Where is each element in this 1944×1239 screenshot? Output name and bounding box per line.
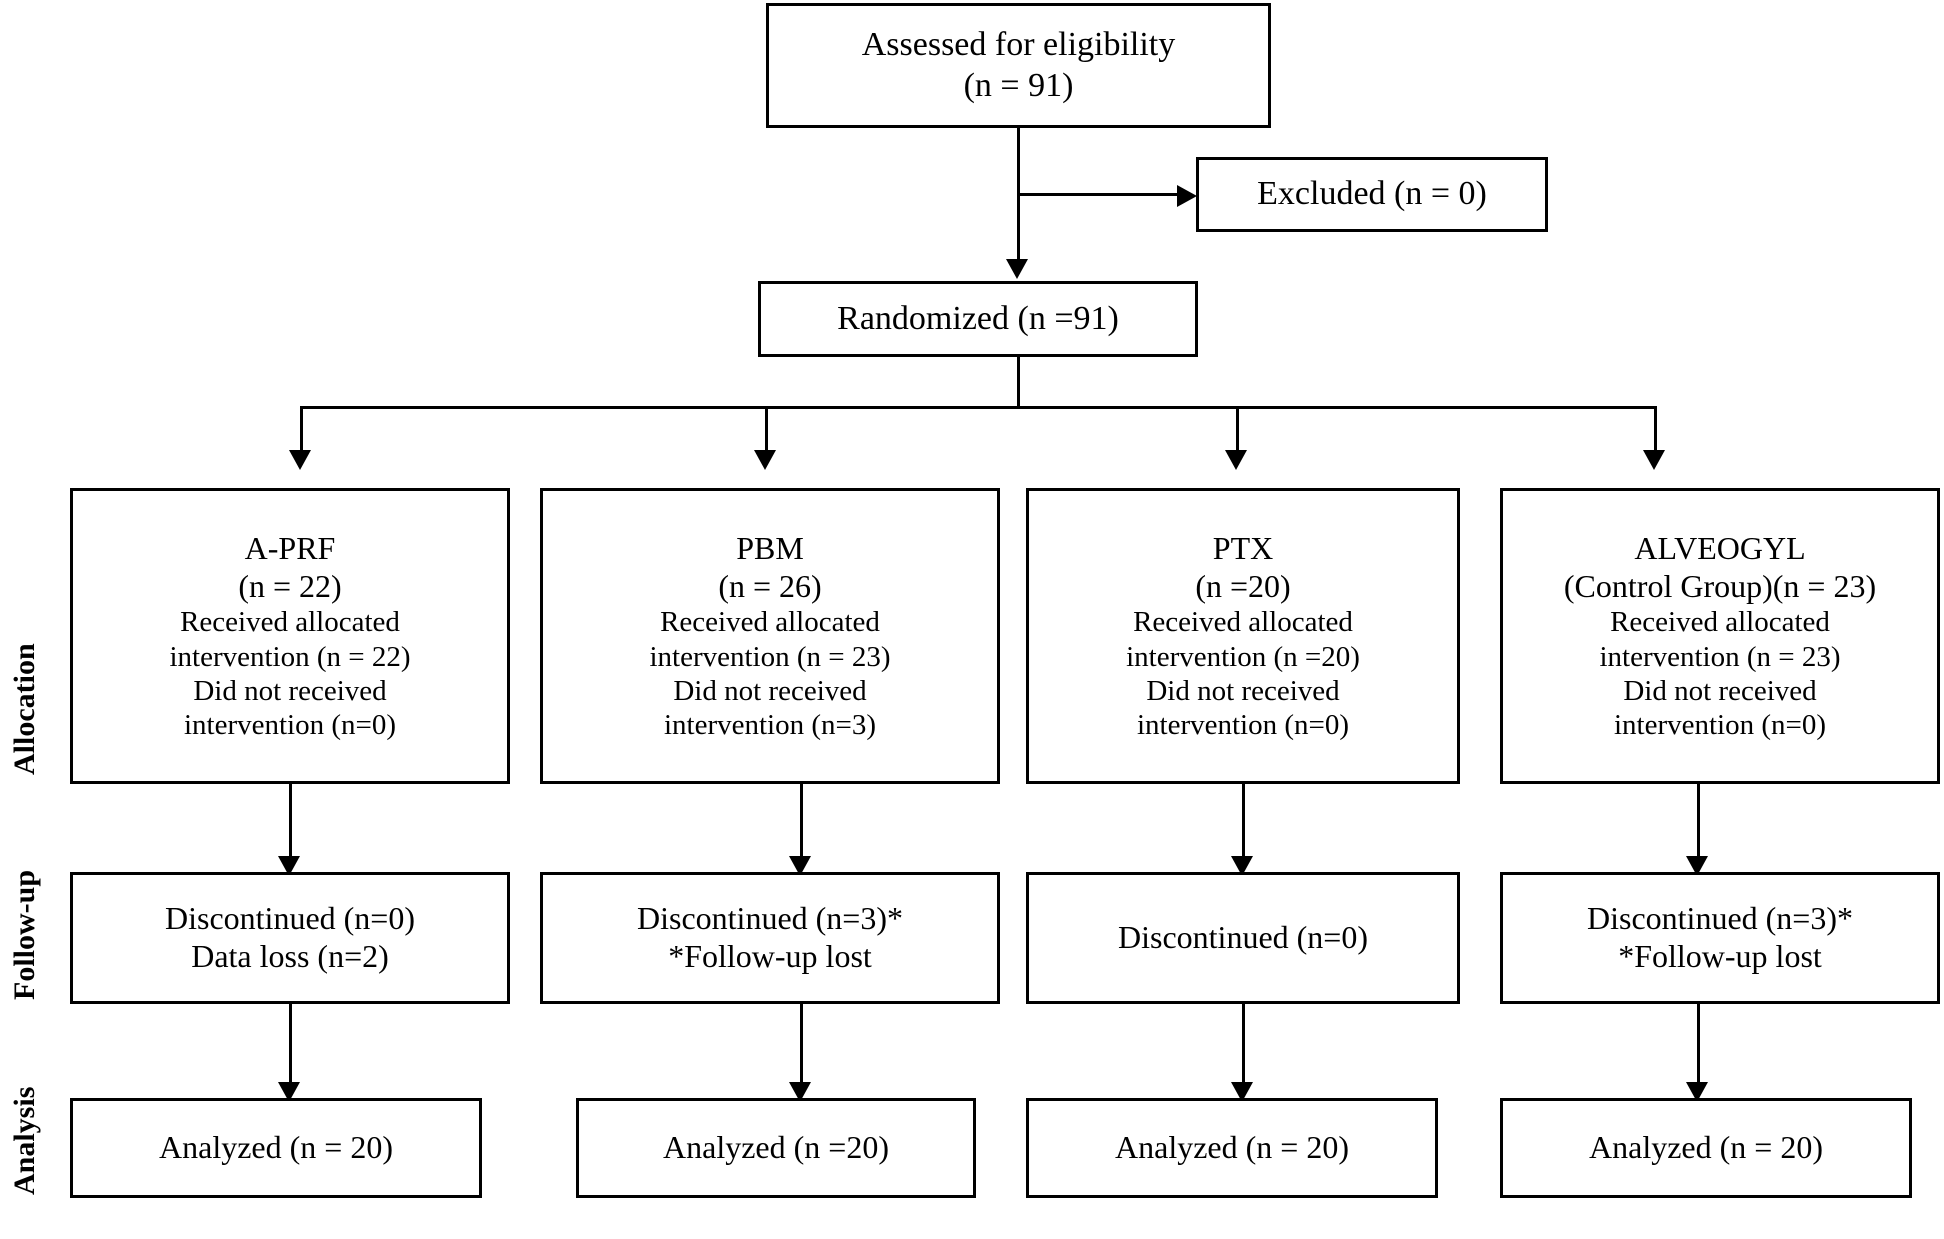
alloc3-notreceived-line-1: Did not received [1146, 674, 1340, 707]
alloc3-name: PTX [1212, 529, 1274, 566]
box-allocation-pbm: PBM (n = 26) Received allocated interven… [540, 488, 1000, 784]
alloc2-received-line-2: intervention (n = 23) [649, 640, 891, 673]
alloc4-received-line-2: intervention (n = 23) [1599, 640, 1841, 673]
connector-followup-to-analysis-2 [800, 1004, 803, 1092]
connector-alloc-to-followup-3 [1242, 784, 1245, 866]
box-allocation-alveogyl: ALVEOGYL (Control Group)(n = 23) Receive… [1500, 488, 1940, 784]
box-analysis-a-prf: Analyzed (n = 20) [70, 1098, 482, 1198]
alloc4-count: (Control Group)(n = 23) [1563, 567, 1877, 604]
alloc2-count: (n = 26) [718, 567, 822, 604]
analysis1-line-1: Analyzed (n = 20) [159, 1129, 393, 1166]
followup4-line-2: *Follow-up lost [1618, 938, 1822, 974]
followup2-line-1: Discontinued (n=3)* [637, 900, 903, 937]
connector-distribution-bus [300, 406, 1654, 409]
arrowhead-to-randomized [1006, 259, 1028, 279]
box-followup-alveogyl: Discontinued (n=3)* *Follow-up lost [1500, 872, 1940, 1004]
alloc1-name: A-PRF [244, 529, 336, 566]
arrowhead-to-analysis-1 [278, 1082, 300, 1102]
alloc4-name: ALVEOGYL [1634, 529, 1806, 566]
alloc3-count: (n =20) [1195, 567, 1291, 604]
analysis3-line-1: Analyzed (n = 20) [1115, 1129, 1349, 1166]
arrowhead-to-allocation-3 [1225, 450, 1247, 470]
arrowhead-to-analysis-3 [1231, 1082, 1253, 1102]
assessed-line-1: Assessed for eligibility [861, 26, 1176, 64]
alloc3-received-line-2: intervention (n =20) [1126, 640, 1360, 673]
box-analysis-ptx: Analyzed (n = 20) [1026, 1098, 1438, 1198]
stage-label-allocation: Allocation [8, 643, 41, 775]
box-followup-a-prf: Discontinued (n=0) Data loss (n=2) [70, 872, 510, 1004]
followup1-line-1: Discontinued (n=0) [165, 900, 415, 937]
box-followup-pbm: Discontinued (n=3)* *Follow-up lost [540, 872, 1000, 1004]
arrowhead-to-excluded [1177, 185, 1197, 207]
followup2-line-2: *Follow-up lost [668, 938, 872, 974]
connector-bus-drop-1 [300, 406, 303, 464]
alloc2-name: PBM [736, 529, 804, 566]
connector-bus-drop-4 [1654, 406, 1657, 464]
connector-alloc-to-followup-1 [289, 784, 292, 866]
arrowhead-to-allocation-2 [754, 450, 776, 470]
box-followup-ptx: Discontinued (n=0) [1026, 872, 1460, 1004]
alloc1-received-line-1: Received allocated [180, 606, 400, 639]
stage-label-analysis: Analysis [8, 1086, 41, 1195]
alloc4-notreceived-line-1: Did not received [1623, 674, 1817, 707]
connector-followup-to-analysis-4 [1697, 1004, 1700, 1092]
connector-alloc-to-followup-2 [800, 784, 803, 866]
followup1-line-2: Data loss (n=2) [191, 938, 389, 974]
box-randomized: Randomized (n =91) [758, 281, 1198, 357]
analysis2-line-1: Analyzed (n =20) [663, 1129, 889, 1166]
alloc1-notreceived-line-2: intervention (n=0) [183, 708, 397, 741]
arrowhead-to-analysis-2 [789, 1082, 811, 1102]
alloc3-received-line-1: Received allocated [1133, 606, 1353, 639]
alloc2-notreceived-line-2: intervention (n=3) [663, 708, 877, 741]
arrowhead-to-followup-3 [1231, 856, 1253, 876]
analysis4-line-1: Analyzed (n = 20) [1589, 1129, 1823, 1166]
arrowhead-to-allocation-1 [289, 450, 311, 470]
followup4-line-1: Discontinued (n=3)* [1587, 900, 1853, 937]
connector-bus-drop-2 [765, 406, 768, 464]
box-analysis-alveogyl: Analyzed (n = 20) [1500, 1098, 1912, 1198]
arrowhead-to-followup-2 [789, 856, 811, 876]
connector-alloc-to-followup-4 [1697, 784, 1700, 866]
alloc1-count: (n = 22) [238, 567, 342, 604]
alloc2-notreceived-line-1: Did not received [673, 674, 867, 707]
assessed-line-2: (n = 91) [963, 66, 1074, 104]
randomized-line-1: Randomized (n =91) [837, 299, 1119, 337]
arrowhead-to-followup-1 [278, 856, 300, 876]
alloc4-notreceived-line-2: intervention (n=0) [1613, 708, 1827, 741]
connector-bus-drop-3 [1236, 406, 1239, 464]
alloc1-received-line-2: intervention (n = 22) [169, 640, 411, 673]
alloc4-received-line-1: Received allocated [1610, 606, 1830, 639]
connector-followup-to-analysis-1 [289, 1004, 292, 1092]
alloc3-notreceived-line-2: intervention (n=0) [1136, 708, 1350, 741]
box-analysis-pbm: Analyzed (n =20) [576, 1098, 976, 1198]
arrowhead-to-analysis-4 [1686, 1082, 1708, 1102]
stage-label-followup: Follow-up [8, 869, 41, 1000]
alloc2-received-line-1: Received allocated [660, 606, 880, 639]
connector-followup-to-analysis-3 [1242, 1004, 1245, 1092]
box-excluded: Excluded (n = 0) [1196, 157, 1548, 232]
connector-assessed-to-randomized [1017, 128, 1020, 273]
connector-randomized-stem [1017, 357, 1020, 409]
excluded-line-1: Excluded (n = 0) [1257, 175, 1487, 213]
connector-to-excluded [1017, 193, 1185, 196]
box-assessed-for-eligibility: Assessed for eligibility (n = 91) [766, 3, 1271, 128]
box-allocation-a-prf: A-PRF (n = 22) Received allocated interv… [70, 488, 510, 784]
alloc1-notreceived-line-1: Did not received [193, 674, 387, 707]
followup3-line-1: Discontinued (n=0) [1118, 919, 1368, 956]
arrowhead-to-followup-4 [1686, 856, 1708, 876]
box-allocation-ptx: PTX (n =20) Received allocated intervent… [1026, 488, 1460, 784]
arrowhead-to-allocation-4 [1643, 450, 1665, 470]
